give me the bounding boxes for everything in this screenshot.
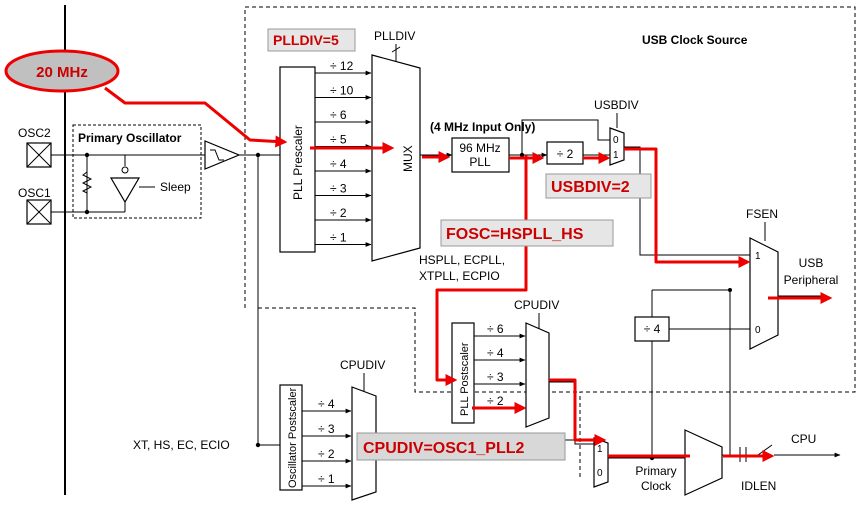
pll-postscaler-block (451, 322, 475, 424)
pll-frequency-label: 96 MHz (459, 141, 500, 155)
fsen-mux (749, 237, 779, 350)
osc2-pin (26, 142, 52, 168)
pll-modes-line-1: HSPLL, ECPLL, (419, 253, 505, 267)
usbdiv-input-0: 0 (613, 135, 619, 146)
fsen-label: FSEN (746, 207, 778, 221)
pll-postscaler-cpudiv-label: CPUDIV (514, 298, 559, 312)
osc1-pin (26, 199, 52, 225)
fosc-config-callout: FOSC=HSPLL_HS (440, 219, 614, 247)
svg-text:USBDIV=2: USBDIV=2 (551, 179, 630, 196)
clock-control-gate (684, 429, 723, 496)
svg-text:20 MHz: 20 MHz (36, 64, 88, 81)
svg-text:CPUDIV=OSC1_PLL2: CPUDIV=OSC1_PLL2 (363, 440, 524, 457)
osc-postscaler-tap-divisor: ÷ 2 (318, 447, 335, 461)
pll-input-note: (4 MHz Input Only) (430, 120, 535, 134)
usbdiv-config-callout: USBDIV=2 (545, 173, 652, 199)
primary-oscillator-label: Primary Oscillator (78, 131, 182, 145)
cpu-mux-input-1: 1 (597, 444, 603, 455)
plldiv-select-label: PLLDIV (374, 29, 415, 43)
oscillator-inverter (109, 177, 141, 204)
prescaler-tap-divisor: ÷ 1 (330, 231, 347, 245)
idlen-label: IDLEN (741, 479, 776, 493)
divide-by-4-block (634, 316, 670, 342)
usb-divider-label: ÷ 2 (557, 147, 574, 161)
primary-clock-label-2: Clock (641, 479, 672, 493)
usb-peripheral-label-1: USB (799, 256, 824, 270)
osc2-pin-label: OSC2 (18, 126, 51, 140)
primary-clock-label-1: Primary (635, 464, 676, 478)
idlen-switch (739, 444, 841, 462)
oscillator-postscaler-block (279, 384, 303, 491)
pll-postscaler-tap-divisor: ÷ 4 (487, 346, 504, 360)
oscillator-postscaler-cpudiv-label: CPUDIV (340, 358, 385, 372)
svg-text:PLLDIV=5: PLLDIV=5 (273, 32, 339, 48)
pll-postscaler-tap-divisor: ÷ 2 (487, 394, 504, 408)
cpudiv-config-callout: CPUDIV=OSC1_PLL2 (356, 432, 566, 461)
cpu-clock-region (258, 307, 580, 393)
cpu-label: CPU (791, 432, 816, 446)
osc-postscaler-tap-divisor: ÷ 1 (318, 472, 335, 486)
pll-modes-line-2: XTPLL, ECPIO (419, 269, 500, 283)
usb-clock-source-title: USB Clock Source (642, 33, 748, 47)
osc-postscaler-tap-divisor: ÷ 3 (318, 422, 335, 436)
fsen-input-0: 0 (755, 325, 761, 336)
crystal-frequency-callout: 20 MHz (4, 49, 120, 93)
pll-postscaler-tap-divisor: ÷ 6 (487, 322, 504, 336)
prescaler-tap-divisor: ÷ 5 (330, 133, 347, 147)
usbdiv-select-label: USBDIV (594, 98, 639, 112)
oscillator-postscaler-label: Oscillator Postscaler (287, 387, 299, 488)
feedback-resistor (81, 171, 93, 194)
schmitt-buffer (204, 140, 241, 170)
usb-clock-source-region (244, 6, 856, 480)
cpu-mux-input-0: 0 (597, 468, 603, 479)
divide-by-4-label: ÷ 4 (644, 322, 661, 336)
pll-prescaler-label: PLL Prescaler (291, 125, 305, 200)
svg-text:FOSC=HSPLL_HS: FOSC=HSPLL_HS (446, 226, 584, 243)
prescaler-tap-divisor: ÷ 2 (330, 206, 347, 220)
prescaler-tap-divisor: ÷ 12 (330, 59, 354, 73)
pll-postscaler-tap-divisor: ÷ 3 (487, 370, 504, 384)
prescaler-tap-divisor: ÷ 4 (330, 157, 347, 171)
primary-oscillator-box (72, 124, 202, 219)
pll-prescaler-mux (371, 54, 421, 262)
prescaler-tap-divisor: ÷ 6 (330, 108, 347, 122)
pll-postscaler-mux (525, 322, 550, 428)
pll-prescaler-block (279, 66, 316, 253)
pll-96mhz-block (451, 137, 510, 173)
prescaler-tap-divisor: ÷ 3 (330, 182, 347, 196)
usb-divide-by-2-block (546, 141, 584, 165)
prescaler-tap-divisor: ÷ 10 (330, 84, 354, 98)
pll-label: PLL (469, 155, 491, 169)
osc1-pin-label: OSC1 (18, 186, 51, 200)
osc-postscaler-tap-divisor: ÷ 4 (318, 397, 335, 411)
plldiv-config-callout: PLLDIV=5 (267, 28, 356, 52)
other-modes-label: XT, HS, EC, ECIO (133, 438, 230, 452)
pll-postscaler-label: PLL Postscaler (459, 342, 471, 416)
mux-label: MUX (401, 145, 415, 172)
usbdiv-input-1: 1 (613, 150, 619, 161)
fsen-input-1: 1 (755, 251, 761, 262)
usb-peripheral-label-2: Peripheral (784, 273, 839, 287)
sleep-label: Sleep (160, 180, 191, 194)
